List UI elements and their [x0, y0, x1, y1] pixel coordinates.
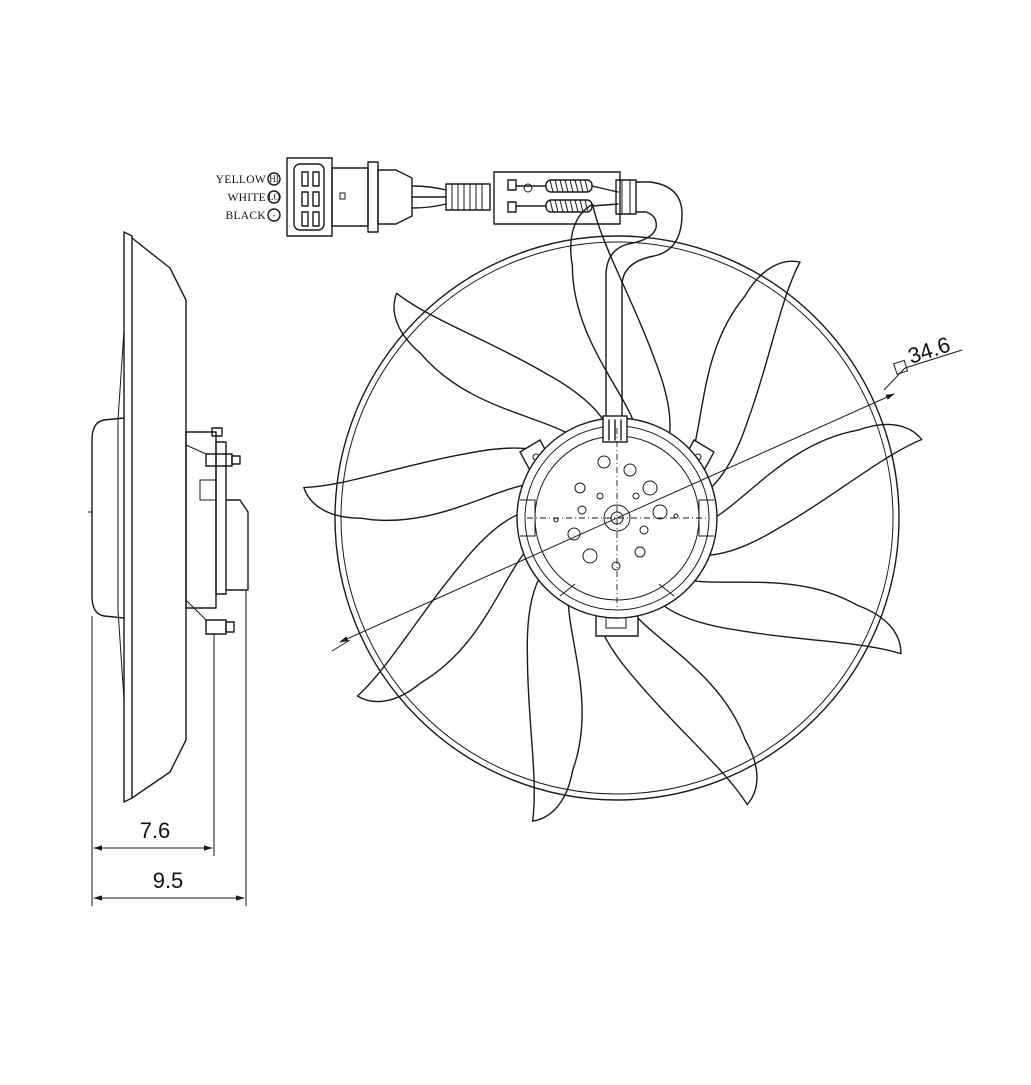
wire-label-white: WHITE — [227, 192, 266, 204]
connector-assembly: YELLOW WHITE BLACK HI LO - — [216, 157, 683, 423]
motor-body — [185, 431, 217, 609]
top-stud — [205, 453, 233, 467]
plug-collar — [367, 161, 379, 233]
pin-label-lo: LO — [268, 192, 280, 202]
dim-label-diameter: 34.6 — [905, 332, 953, 369]
blade-hub-bulge — [91, 417, 125, 619]
blade — [356, 511, 530, 703]
pin-circle-hi — [267, 172, 281, 186]
dim-tail-left — [331, 639, 351, 652]
plug-socket — [293, 163, 325, 231]
pin-slot-4 — [312, 171, 320, 187]
front-view: 34.6 — [303, 203, 963, 822]
plug-latch — [339, 192, 346, 200]
wire-label-yellow: YELLOW — [216, 174, 266, 186]
dim-label-7-6: 7.6 — [140, 818, 171, 843]
motor-notch — [199, 479, 217, 501]
resistor-clip — [615, 179, 637, 215]
bottom-stud — [205, 619, 227, 635]
blade — [594, 607, 758, 806]
wire-bellows — [445, 183, 491, 211]
bottom-bracket — [185, 599, 207, 621]
shroud-ring-outer — [334, 235, 900, 801]
top-bracket — [185, 444, 207, 455]
pin-label-hi: HI — [269, 174, 279, 184]
blade — [701, 423, 923, 556]
plug-boot — [377, 169, 413, 225]
resistor-wire-top — [515, 185, 619, 193]
shroud-inner-edge — [117, 329, 125, 701]
pin-slot-5 — [312, 191, 320, 207]
pin-slot-2 — [301, 191, 309, 207]
bellows-body — [445, 183, 491, 211]
pin-circle-lo — [267, 190, 281, 204]
shroud-flare — [131, 237, 187, 799]
blade — [393, 292, 608, 437]
pin-slot-3 — [301, 211, 309, 227]
motor-flange — [215, 441, 227, 595]
resistor-rivet — [523, 183, 533, 193]
resistor-housing — [493, 171, 621, 225]
dim-line-diameter — [339, 393, 895, 643]
pin-label-minus: - — [273, 210, 276, 220]
resistor-terminal-2 — [507, 201, 517, 213]
pin-slot-6 — [312, 211, 320, 227]
top-stud-tip — [231, 455, 241, 465]
dim-leader-shelf — [904, 349, 963, 369]
blade — [570, 203, 671, 442]
wire-1 — [411, 185, 447, 191]
bottom-stud-tip — [225, 621, 235, 633]
dim-label-9-5: 9.5 — [153, 868, 184, 893]
resistor-wire-bottom — [515, 203, 619, 207]
square-symbol — [893, 359, 909, 375]
side-view: 7.6 9.5 — [88, 231, 249, 906]
wire-label-black: BLACK — [226, 210, 267, 222]
top-stud-head — [211, 427, 223, 437]
resistor-terminal-1 — [507, 179, 517, 191]
motor-cap — [225, 499, 249, 591]
plug-body — [331, 167, 369, 227]
pin-slot-1 — [301, 171, 309, 187]
resistor-coil-top — [545, 179, 593, 193]
dim-leader — [883, 367, 906, 391]
shroud-rim — [123, 231, 133, 803]
blade — [303, 447, 551, 522]
pin-circle-minus — [267, 208, 281, 222]
wire-3 — [411, 203, 447, 209]
